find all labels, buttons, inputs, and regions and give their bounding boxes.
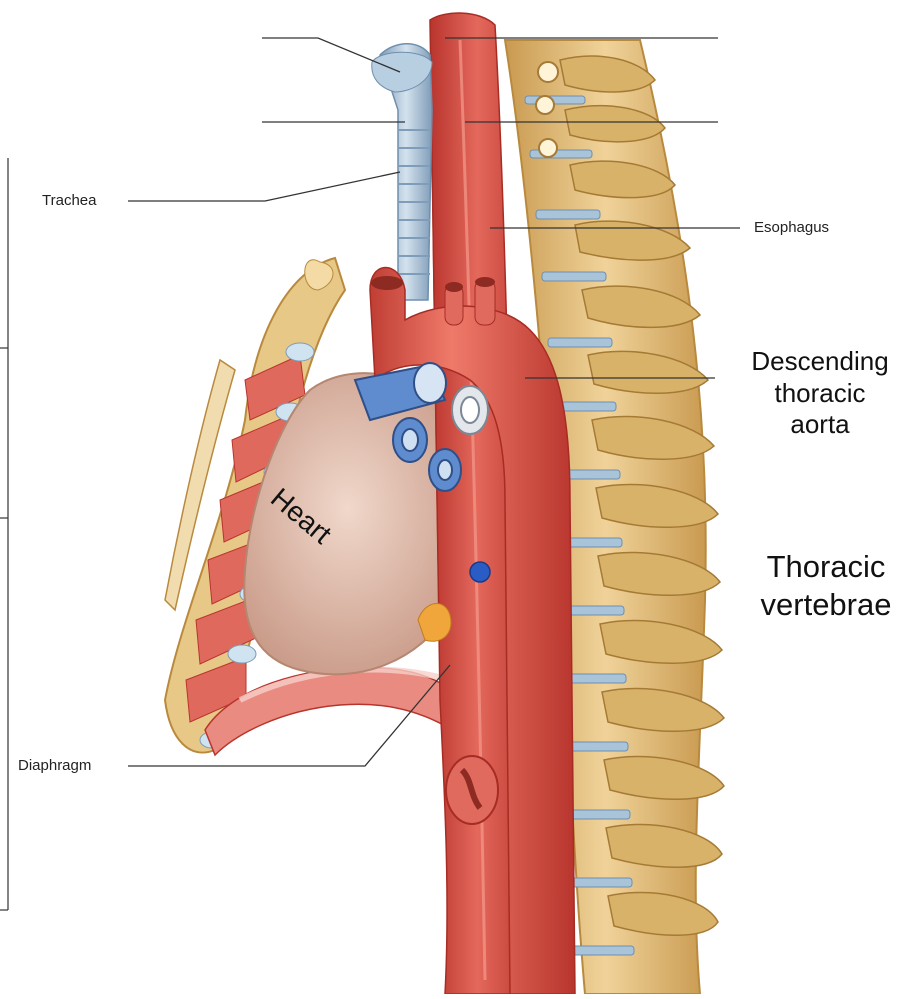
label-thoracic-vertebrae: Thoracic vertebrae xyxy=(740,548,912,624)
leader-trachea xyxy=(128,172,400,201)
esophageal-opening xyxy=(446,756,498,824)
trachea xyxy=(372,44,432,300)
label-diaphragm: Diaphragm xyxy=(18,757,91,774)
marker-dot xyxy=(470,562,490,582)
label-descending-line-3: aorta xyxy=(730,409,910,441)
label-descending-line-1: Descending xyxy=(730,346,910,378)
frame-lines xyxy=(0,158,8,910)
label-vertebrae-line-2: vertebrae xyxy=(740,586,912,624)
label-trachea: Trachea xyxy=(42,192,96,209)
label-descending-line-2: thoracic xyxy=(730,378,910,410)
label-vertebrae-line-1: Thoracic xyxy=(740,548,912,586)
label-esophagus: Esophagus xyxy=(754,219,829,236)
label-descending-thoracic-aorta: Descending thoracic aorta xyxy=(730,346,910,441)
